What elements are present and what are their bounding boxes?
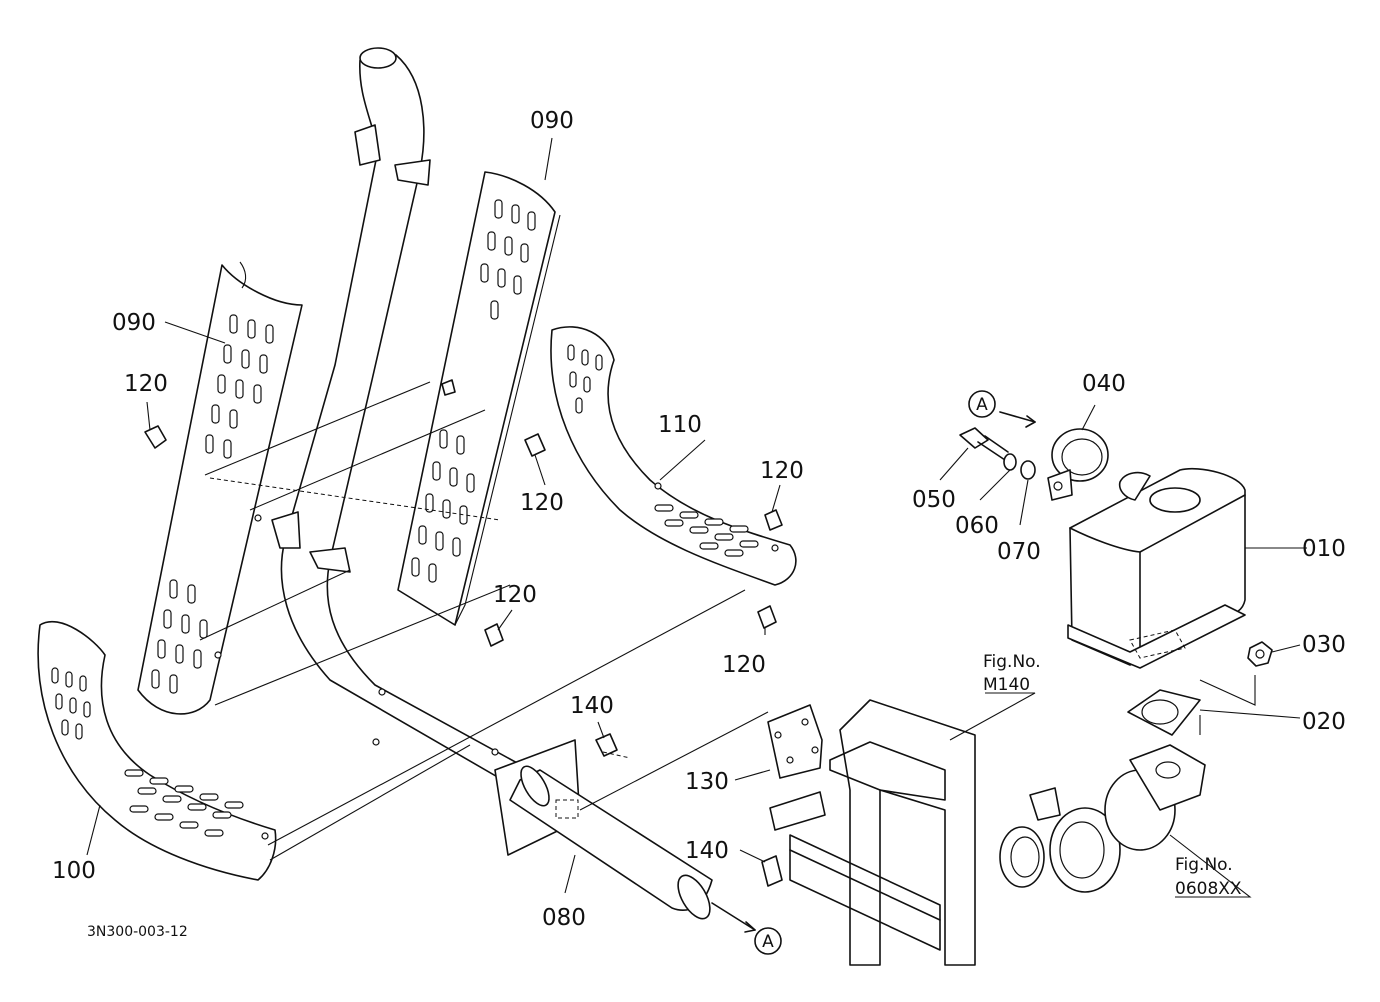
turbocharger <box>999 744 1206 893</box>
shield-left-slots <box>151 314 274 694</box>
exhaust-stack-pipe <box>271 47 531 791</box>
outlet-pipe-080 <box>494 739 713 920</box>
fig-ref-frame-number: M140 <box>983 675 1030 695</box>
label-120-c: 120 <box>760 458 804 484</box>
bolt-140-a <box>595 733 618 757</box>
bolt-120-a <box>144 425 167 449</box>
frame-bracket <box>789 699 976 966</box>
label-090-left: 090 <box>112 310 156 336</box>
fig-ref-turbo-number: 0608XX <box>1175 879 1242 899</box>
label-080: 080 <box>542 905 586 931</box>
shield-right-slots <box>411 199 536 583</box>
fig-ref-turbo-label: Fig.No. <box>1175 855 1233 875</box>
label-120-e: 120 <box>493 582 537 608</box>
label-050: 050 <box>912 487 956 513</box>
shield-lower-slots <box>51 667 244 837</box>
fig-ref-frame: Fig.No. M140 <box>983 652 1041 695</box>
heat-shield-elbow-110 <box>550 326 797 586</box>
heat-shield-right <box>397 171 561 626</box>
heat-shield-elbow-100 <box>37 620 277 881</box>
label-140-a: 140 <box>570 693 614 719</box>
label-100: 100 <box>52 858 96 884</box>
heat-shield-left <box>137 261 303 715</box>
bolt-140-b <box>761 855 783 887</box>
label-120-b: 120 <box>520 490 564 516</box>
nut-030 <box>1247 641 1273 667</box>
view-marker-a-top-text: A <box>976 395 988 415</box>
label-120-a: 120 <box>124 371 168 397</box>
muffler-010 <box>1067 467 1246 669</box>
clamp-040 <box>1047 428 1109 501</box>
washer-070 <box>1020 460 1036 480</box>
assembly-guide-lines <box>199 381 1256 861</box>
label-010: 010 <box>1302 536 1346 562</box>
bolt-120-d <box>757 605 777 629</box>
label-020: 020 <box>1302 709 1346 735</box>
bolt-120-c <box>764 509 783 531</box>
fig-ref-frame-label: Fig.No. <box>983 652 1041 672</box>
view-marker-a-bottom: A <box>754 927 782 955</box>
washer-060 <box>1003 453 1017 471</box>
part-labels: 090 090 120 120 120 120 120 110 040 050 … <box>52 108 1346 931</box>
label-060: 060 <box>955 513 999 539</box>
label-140-b: 140 <box>685 838 729 864</box>
gasket-020 <box>1127 689 1201 736</box>
label-070: 070 <box>997 539 1041 565</box>
label-030: 030 <box>1302 632 1346 658</box>
label-120-d: 120 <box>722 652 766 678</box>
label-040: 040 <box>1082 371 1126 397</box>
bolt-050 <box>959 427 1009 461</box>
bolt-120-b <box>524 433 546 457</box>
view-marker-a-bottom-text: A <box>762 932 774 952</box>
drawing-code: 3N300-003-12 <box>87 924 188 940</box>
label-090-right: 090 <box>530 108 574 134</box>
fig-ref-turbo: Fig.No. 0608XX <box>1175 855 1242 899</box>
bracket-130 <box>767 704 826 831</box>
label-130: 130 <box>685 769 729 795</box>
view-marker-a-top: A <box>968 390 996 418</box>
shield-elbow-slots <box>567 344 759 557</box>
label-110: 110 <box>658 412 702 438</box>
leader-lines <box>86 137 1307 933</box>
